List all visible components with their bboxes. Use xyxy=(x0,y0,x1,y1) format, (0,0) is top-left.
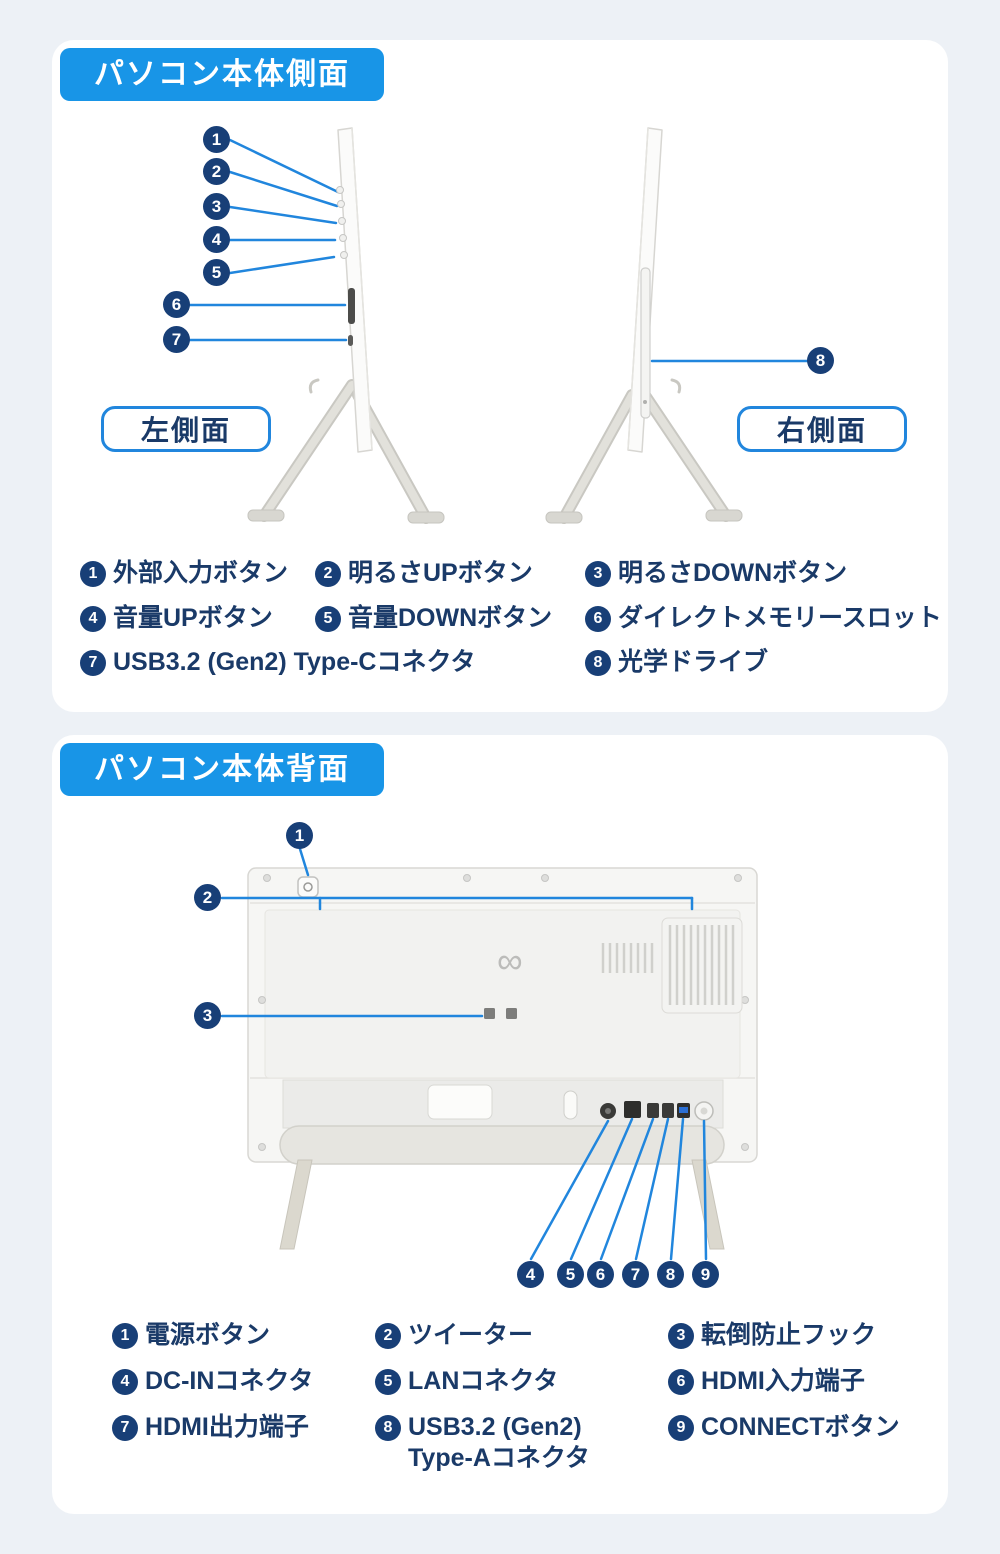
back-view-card: パソコン本体背面 xyxy=(52,735,948,1514)
back-section-title: パソコン本体背面 xyxy=(60,743,384,796)
legend-label: 音量DOWNボタン xyxy=(348,604,553,632)
legend-number: 7 xyxy=(80,649,106,676)
legend-item: 2 明るさUPボタン xyxy=(315,558,533,589)
legend-item: 6 ダイレクトメモリースロット xyxy=(585,603,942,634)
left-device-panel xyxy=(336,127,373,453)
handle-cutout xyxy=(427,1084,493,1120)
legend-label: HDMI出力端子 xyxy=(145,1413,309,1441)
left-device-stand xyxy=(247,378,445,524)
anti-tip-hooks xyxy=(484,1008,517,1019)
fujitsu-logo: ∞ xyxy=(497,940,523,981)
callout-2: 2 xyxy=(194,884,221,911)
legend-number: 2 xyxy=(375,1322,401,1349)
legend-label: ダイレクトメモリースロット xyxy=(618,604,942,632)
legend-label: LANコネクタ xyxy=(408,1367,559,1395)
hdmi-out-port xyxy=(662,1103,674,1118)
legend-item: 9 CONNECTボタン xyxy=(668,1412,900,1443)
back-callout-lines xyxy=(220,847,708,1261)
legend-item: 4 DC-INコネクタ xyxy=(112,1366,313,1397)
legend-number: 1 xyxy=(80,560,106,587)
legend-label: ツイーター xyxy=(408,1321,534,1349)
legend-item: 6 HDMI入力端子 xyxy=(668,1366,865,1397)
left-side-label: 左側面 xyxy=(101,406,271,452)
legend-item: 7 HDMI出力端子 xyxy=(112,1412,309,1443)
legend-item: 8 USB3.2 (Gen2) Type-Aコネクタ xyxy=(375,1412,590,1475)
legend-number: 1 xyxy=(112,1322,138,1349)
legend-number: 3 xyxy=(585,560,611,587)
callout-8: 8 xyxy=(657,1261,684,1288)
callout-3: 3 xyxy=(194,1002,221,1029)
legend-label: 音量UPボタン xyxy=(113,604,273,632)
legend-number: 8 xyxy=(375,1415,401,1441)
callout-lines-left xyxy=(188,138,348,342)
callout-1: 1 xyxy=(286,822,313,849)
legend-label: 電源ボタン xyxy=(145,1321,271,1349)
legend-item: 3 明るさDOWNボタン xyxy=(585,558,847,589)
legend-item: 7 USB3.2 (Gen2) Type-Cコネクタ xyxy=(80,647,475,678)
side-views-illustration xyxy=(188,127,810,524)
vent-grille-large xyxy=(661,917,743,1014)
legend-number: 5 xyxy=(375,1368,401,1395)
legend-number: 3 xyxy=(668,1322,694,1349)
callout-4: 4 xyxy=(203,226,230,253)
legend-number: 4 xyxy=(80,605,106,632)
legend-label: USB3.2 (Gen2) Type-Cコネクタ xyxy=(113,648,476,676)
legend-label: 光学ドライブ xyxy=(618,648,769,676)
right-side-label: 右側面 xyxy=(737,406,907,452)
callout-6: 6 xyxy=(163,291,190,318)
legend-label: 明るさUPボタン xyxy=(348,559,533,587)
legend-label: CONNECTボタン xyxy=(701,1413,900,1441)
callout-6: 6 xyxy=(587,1261,614,1288)
callout-2: 2 xyxy=(203,158,230,185)
right-device-stand xyxy=(545,378,743,524)
callout-4: 4 xyxy=(517,1261,544,1288)
legend-label: 外部入力ボタン xyxy=(113,559,289,587)
legend-item: 3 転倒防止フック xyxy=(668,1320,876,1351)
legend-item: 2 ツイーター xyxy=(375,1320,533,1351)
legend-item: 5 音量DOWNボタン xyxy=(315,603,552,634)
cable-hole xyxy=(563,1090,578,1120)
legend-label: 転倒防止フック xyxy=(701,1321,877,1349)
callout-3: 3 xyxy=(203,193,230,220)
lan-port xyxy=(624,1101,641,1118)
stand-legs xyxy=(279,1159,725,1250)
legend-item: 1 外部入力ボタン xyxy=(80,558,288,589)
back-view-illustration: ∞ xyxy=(220,847,758,1261)
legend-number: 4 xyxy=(112,1368,138,1395)
callout-5: 5 xyxy=(203,259,230,286)
legend-number: 9 xyxy=(668,1414,694,1441)
optical-drive xyxy=(640,267,651,419)
memory-slot xyxy=(348,288,355,324)
power-button xyxy=(297,876,319,898)
legend-number: 8 xyxy=(585,649,611,676)
callout-7: 7 xyxy=(622,1261,649,1288)
legend-item: 4 音量UPボタン xyxy=(80,603,273,634)
callout-8: 8 xyxy=(807,347,834,374)
right-device-panel xyxy=(627,127,663,453)
side-view-card: パソコン本体側面 xyxy=(52,40,948,712)
legend-number: 5 xyxy=(315,605,341,632)
side-buttons xyxy=(336,186,348,259)
side-section-title: パソコン本体側面 xyxy=(60,48,384,101)
legend-item: 8 光学ドライブ xyxy=(585,647,768,678)
legend-label: 明るさDOWNボタン xyxy=(618,559,848,587)
usb-c-port xyxy=(348,335,353,346)
legend-number: 2 xyxy=(315,560,341,587)
legend-number: 6 xyxy=(585,605,611,632)
legend-number: 7 xyxy=(112,1414,138,1441)
legend-item: 1 電源ボタン xyxy=(112,1320,270,1351)
legend-label: DC-INコネクタ xyxy=(145,1367,314,1395)
speaker-bar xyxy=(279,1125,725,1165)
callout-1: 1 xyxy=(203,126,230,153)
callout-5: 5 xyxy=(557,1261,584,1288)
callout-7: 7 xyxy=(163,326,190,353)
legend-item: 5 LANコネクタ xyxy=(375,1366,558,1397)
callout-9: 9 xyxy=(692,1261,719,1288)
vent-grille-small xyxy=(601,943,654,973)
legend-number: 6 xyxy=(668,1368,694,1395)
legend-label: USB3.2 (Gen2) Type-Aコネクタ xyxy=(408,1413,590,1473)
hdmi-in-port xyxy=(647,1103,659,1118)
port-recess xyxy=(282,1079,724,1129)
legend-label: HDMI入力端子 xyxy=(701,1367,865,1395)
